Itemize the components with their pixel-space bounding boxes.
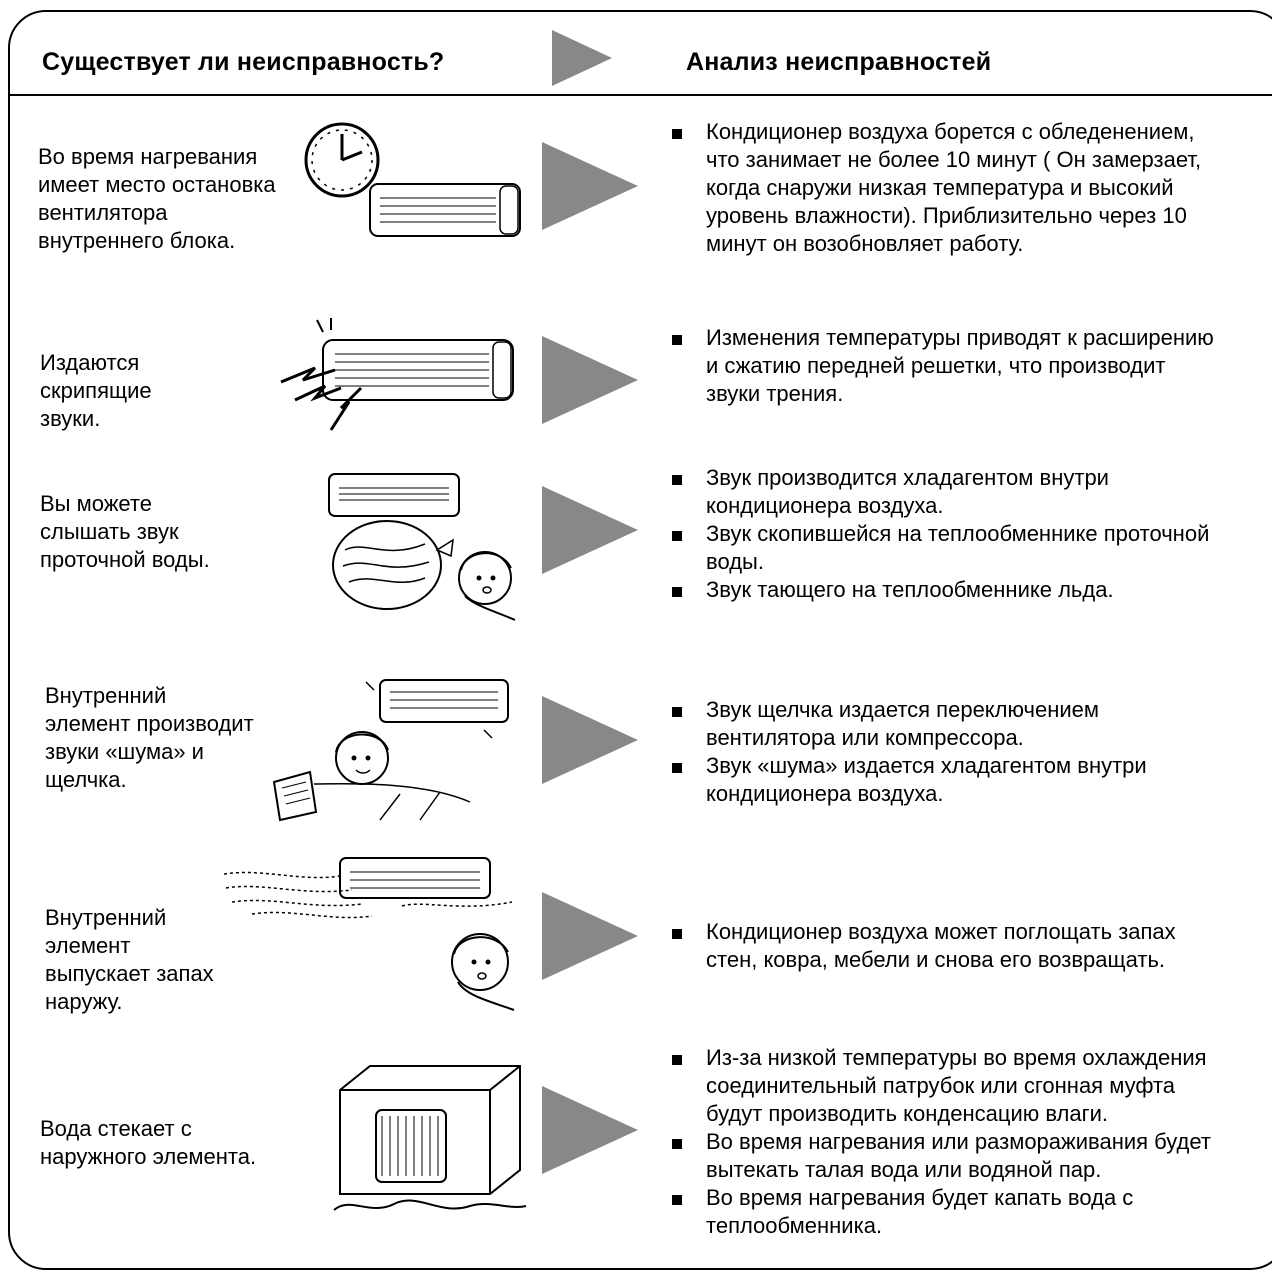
arrow-icon <box>542 1086 638 1174</box>
bullet-icon <box>672 475 682 485</box>
bullet-icon <box>672 531 682 541</box>
symptom-text: Внутренний элемент выпускает запах наруж… <box>45 905 214 1014</box>
arrow-icon <box>542 892 638 980</box>
symptom-text: Издаются скрипящие звуки. <box>40 350 152 431</box>
analysis-list: Кондиционер воздуха борется с обледенени… <box>672 118 1272 258</box>
analysis-item: Звук скопившейся на теплообменнике прото… <box>672 520 1272 576</box>
analysis-item: Кондиционер воздуха борется с обледенени… <box>672 118 1272 258</box>
header-left-title: Существует ли неисправность? <box>42 48 445 76</box>
symptom-text: Во время нагревания имеет место остановк… <box>38 144 276 253</box>
analysis-list: Из-за низкой температуры во время охлажд… <box>672 1044 1272 1240</box>
water-flow-listener-icon <box>328 473 516 621</box>
header-arrow-icon <box>552 30 612 86</box>
analysis-item: Кондиционер воздуха может поглощать запа… <box>672 918 1272 974</box>
odor-from-unit-icon <box>223 857 515 1011</box>
bullet-icon <box>672 763 682 773</box>
analysis-item: Из-за низкой температуры во время охлажд… <box>672 1044 1272 1128</box>
outdoor-unit-dripping-icon <box>333 1065 527 1211</box>
bullet-icon <box>672 587 682 597</box>
arrow-icon <box>542 142 638 230</box>
symptom-text: Вы можете слышать звук проточной воды. <box>40 491 210 572</box>
analysis-item: Звук щелчка издается переключением венти… <box>672 696 1272 752</box>
analysis-item: Во время нагревания или размораживания б… <box>672 1128 1272 1184</box>
person-reading-under-unit-icon <box>272 679 509 822</box>
clock-and-indoor-unit-icon <box>304 122 521 237</box>
symptom-text: Внутренний элемент производит звуки «шум… <box>45 683 254 792</box>
analysis-list: Звук производится хладагентом внутри кон… <box>672 464 1272 604</box>
analysis-item: Во время нагревания будет капать вода с … <box>672 1184 1272 1240</box>
analysis-item: Звук тающего на теплообменнике льда. <box>672 576 1272 604</box>
bullet-icon <box>672 129 682 139</box>
bullet-icon <box>672 1195 682 1205</box>
indoor-unit-creaking-icon <box>280 318 514 431</box>
analysis-item: Звук производится хладагентом внутри кон… <box>672 464 1272 520</box>
bullet-icon <box>672 929 682 939</box>
analysis-list: Кондиционер воздуха может поглощать запа… <box>672 918 1272 974</box>
analysis-item: Звук «шума» издается хладагентом внутри … <box>672 752 1272 808</box>
bullet-icon <box>672 1055 682 1065</box>
arrow-icon <box>542 486 638 574</box>
analysis-item: Изменения температуры приводят к расшире… <box>672 324 1272 408</box>
bullet-icon <box>672 707 682 717</box>
analysis-list: Изменения температуры приводят к расшире… <box>672 324 1272 408</box>
header-divider <box>8 94 1272 96</box>
header-right-title: Анализ неисправностей <box>686 48 992 76</box>
bullet-icon <box>672 1139 682 1149</box>
bullet-icon <box>672 335 682 345</box>
arrow-icon <box>542 696 638 784</box>
analysis-list: Звук щелчка издается переключением венти… <box>672 696 1272 808</box>
symptom-text: Вода стекает с наружного элемента. <box>40 1116 257 1169</box>
arrow-icon <box>542 336 638 424</box>
